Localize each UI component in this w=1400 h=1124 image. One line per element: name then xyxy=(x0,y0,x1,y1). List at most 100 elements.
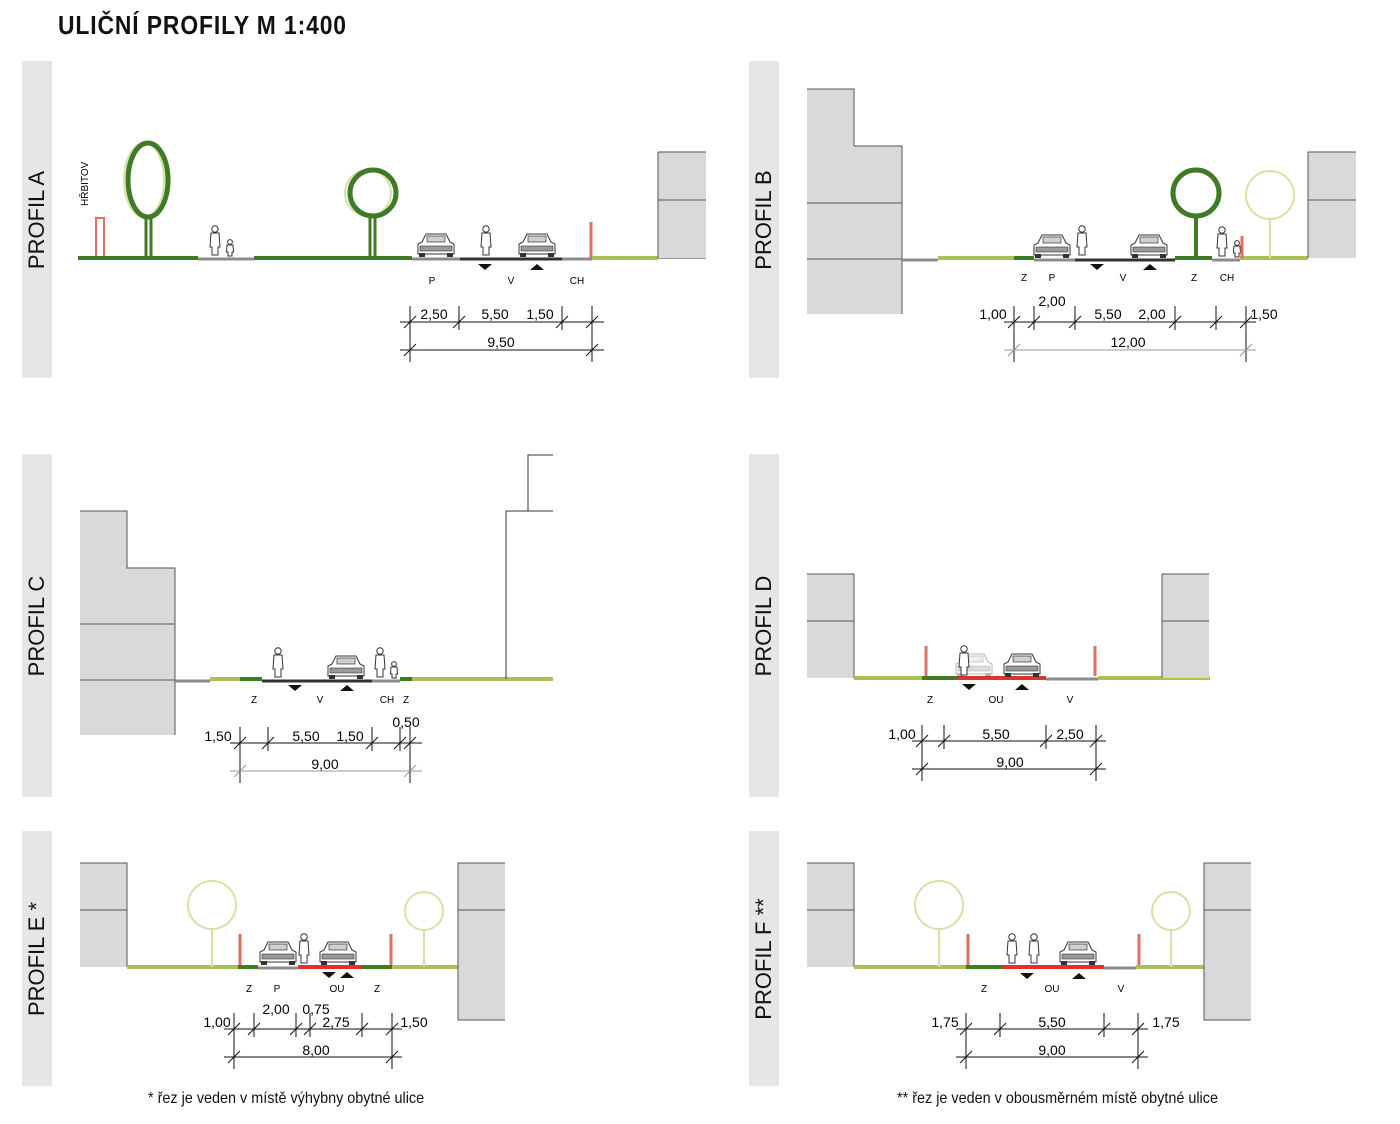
zone-code: V xyxy=(1067,695,1074,706)
car-icon xyxy=(1003,653,1041,678)
pedestrian-icon xyxy=(374,647,386,678)
zone-code: Z xyxy=(1191,273,1197,284)
pedestrian-icon xyxy=(1216,226,1228,257)
arrow-down-icon xyxy=(478,264,492,270)
building xyxy=(807,88,903,314)
dimension-label: 5,50 xyxy=(1038,1014,1065,1030)
dimension-label: 2,50 xyxy=(420,306,447,322)
zone-code: OU xyxy=(989,695,1004,706)
profile-c-strip: PROFIL C xyxy=(22,454,52,797)
zone-code: Z xyxy=(246,984,252,995)
dimension-label: 5,50 xyxy=(1094,306,1121,322)
zone-code: CH xyxy=(380,695,394,706)
dimension-lines xyxy=(1004,306,1256,362)
dimension-lines xyxy=(912,725,1106,781)
zone-code: OU xyxy=(330,984,345,995)
dimension-lines xyxy=(956,1013,1148,1069)
zone-code: V xyxy=(1120,273,1127,284)
dimension-label: 5,50 xyxy=(982,726,1009,742)
zone-code: P xyxy=(274,984,281,995)
zone-code: V xyxy=(508,276,515,287)
zone-code: Z xyxy=(251,695,257,706)
building xyxy=(807,573,855,678)
dimension-total: 9,50 xyxy=(487,334,514,350)
page-title: ULIČNÍ PROFILY M 1:400 xyxy=(58,10,347,40)
arrow-down-icon xyxy=(1020,973,1034,979)
arrow-up-icon xyxy=(1143,264,1157,270)
dimension-label: 0,50 xyxy=(392,714,419,730)
arrow-down-icon xyxy=(962,684,976,690)
tree-medium-icon xyxy=(344,167,399,258)
zone-code: Z xyxy=(403,695,409,706)
dimension-label: 2,00 xyxy=(262,1001,289,1017)
dimension-lines xyxy=(230,727,422,783)
arrow-down-icon xyxy=(322,972,336,978)
building xyxy=(80,510,176,735)
dimension-lines xyxy=(400,306,604,362)
dimension-total-line xyxy=(1004,343,1256,357)
pedestrian-icon xyxy=(1006,933,1018,964)
dimension-label: 1,00 xyxy=(203,1014,230,1030)
pedestrian-icon xyxy=(298,933,310,964)
zone-code: P xyxy=(429,276,436,287)
building xyxy=(807,862,855,967)
profile-a-strip: PROFIL A xyxy=(22,61,52,378)
child-icon xyxy=(1233,240,1241,258)
building xyxy=(658,152,706,258)
dimension-lines xyxy=(224,1013,402,1069)
dimension-label: 0,75 xyxy=(302,1001,329,1017)
dimension-label: 2,50 xyxy=(1056,726,1083,742)
dimension-label: 1,50 xyxy=(526,306,553,322)
dimension-label: 1,75 xyxy=(1152,1014,1179,1030)
tree-icon xyxy=(1170,167,1222,258)
zone-code: Z xyxy=(374,984,380,995)
dimension-label: 2,75 xyxy=(322,1014,349,1030)
dimension-label: 1,00 xyxy=(888,726,915,742)
dimension-label: 2,00 xyxy=(1138,306,1165,322)
dimension-label: 2,00 xyxy=(1038,293,1065,309)
profile-e-diagram: Z P OU Z 1,00 2,00 0,75 2,75 1,50 8,00 xyxy=(80,862,505,1069)
parked-car-icon xyxy=(259,941,297,966)
dimension-label: 5,50 xyxy=(481,306,508,322)
zone-code: CH xyxy=(1220,273,1234,284)
car-icon xyxy=(1059,941,1097,966)
zone-code: CH xyxy=(570,276,584,287)
dimension-label: 1,50 xyxy=(336,728,363,744)
car-icon xyxy=(327,655,365,680)
building-outline xyxy=(505,454,553,679)
arrow-down-icon xyxy=(1090,264,1104,270)
profile-f-diagram: Z OU V 1,75 5,50 1,75 9,00 xyxy=(807,862,1251,1069)
dimension-label: 1,50 xyxy=(1250,306,1277,322)
profile-b-diagram: Z P V Z CH 1,00 2,00 5,50 2,00 1,50 12,0… xyxy=(807,88,1356,362)
building xyxy=(457,862,505,1021)
dimension-total-line xyxy=(230,764,422,778)
footnote-f: ** řez je veden v obousměrném místě obyt… xyxy=(897,1090,1218,1107)
dimension-total: 9,00 xyxy=(996,754,1023,770)
profile-b-strip: PROFIL B xyxy=(749,61,779,378)
tree-light-icon xyxy=(404,891,444,967)
profile-e-strip: PROFIL E * xyxy=(22,831,52,1086)
pedestrian-icon xyxy=(1028,933,1040,964)
zone-code: Z xyxy=(1021,273,1027,284)
child-icon xyxy=(390,661,398,679)
tree-light-icon xyxy=(914,880,964,967)
zone-code: V xyxy=(1118,984,1125,995)
zone-code: OU xyxy=(1045,984,1060,995)
building xyxy=(1307,151,1356,258)
zone-code: Z xyxy=(927,695,933,706)
dimension-label: 5,50 xyxy=(292,728,319,744)
profile-d-diagram: Z OU V 1,00 5,50 2,50 9,00 xyxy=(807,573,1210,781)
zone-code: V xyxy=(317,695,324,706)
building xyxy=(1203,862,1251,1021)
dimension-label: 1,00 xyxy=(979,306,1006,322)
pedestrian-icon xyxy=(958,645,970,676)
dimension-total: 8,00 xyxy=(302,1042,329,1058)
cemetery-label: HŘBITOV xyxy=(78,161,91,206)
dimension-label: 1,50 xyxy=(400,1014,427,1030)
pedestrian-icon xyxy=(272,647,284,678)
parked-car-icon xyxy=(1033,234,1071,259)
tree-large-icon xyxy=(123,140,171,258)
arrow-up-icon xyxy=(340,685,354,691)
profile-a-diagram: HŘBITOV P V CH 2,50 5,50 1,50 9,50 xyxy=(78,140,706,362)
arrow-up-icon xyxy=(530,264,544,270)
